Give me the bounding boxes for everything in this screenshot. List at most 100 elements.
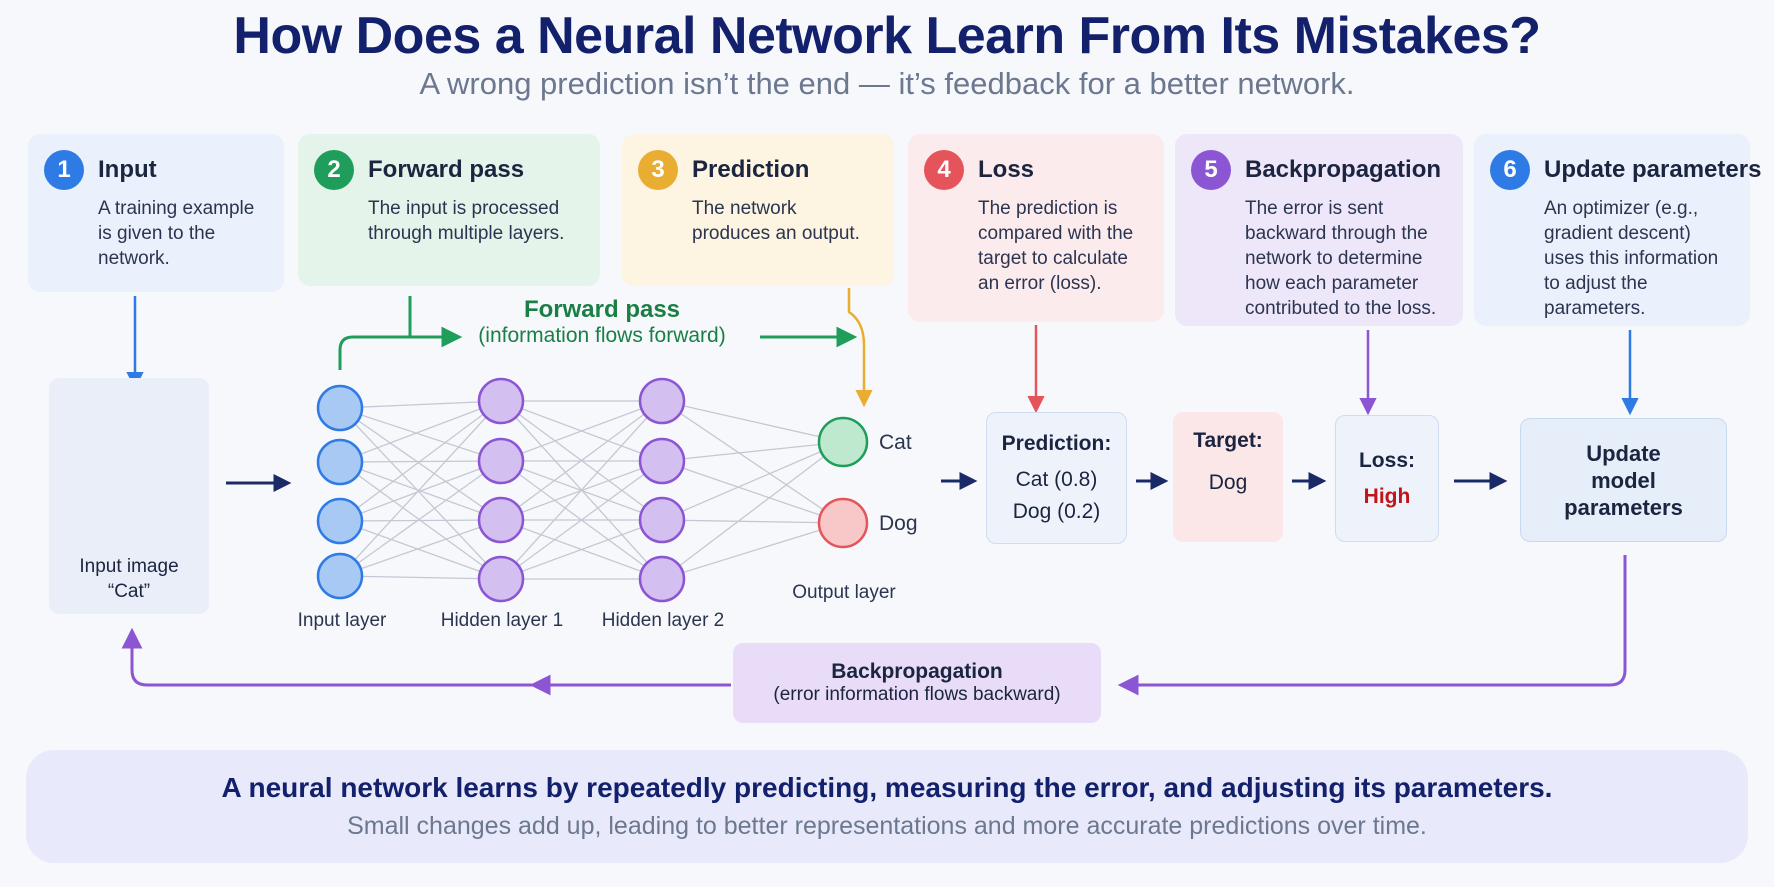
- step-4-badge: 4: [924, 150, 964, 190]
- network-edge: [661, 441, 844, 462]
- input-layer-label: Input layer: [297, 610, 387, 631]
- backprop-flow-title: Backpropagation: [831, 660, 1003, 683]
- step-1-input: 1 Input A training example is given to th…: [28, 134, 284, 292]
- network-edge: [339, 407, 502, 462]
- step-1-title: Input: [98, 156, 157, 183]
- network-edge: [500, 400, 663, 580]
- prediction-card-dog: Dog (0.2): [1012, 500, 1101, 523]
- step-6-badge: 6: [1490, 150, 1530, 190]
- prediction-card-head: Prediction:: [1001, 432, 1112, 455]
- hidden2-node: [638, 437, 686, 485]
- network-edge: [339, 460, 502, 577]
- prediction-card: Prediction: Cat (0.8) Dog (0.2): [986, 412, 1127, 544]
- step-2-text: The input is processed through multiple …: [368, 198, 565, 244]
- loss-card-value: High: [1363, 484, 1411, 508]
- backprop-loop-left: [121, 627, 536, 687]
- network-edge: [339, 400, 502, 463]
- input-image-card: Input image “Cat”: [49, 378, 209, 614]
- summary-footer: A neural network learns by repeatedly pr…: [26, 750, 1748, 863]
- step-5-backpropagation: 5 Backpropagation The error is sent backw…: [1175, 134, 1463, 326]
- arrow-prediction-amber: [847, 288, 873, 408]
- update-card-line2: model: [1591, 467, 1656, 493]
- hidden1-node: [477, 496, 525, 544]
- step-6-text: An optimizer (e.g., gradient descent) us…: [1544, 198, 1719, 319]
- network-edge: [661, 400, 844, 524]
- input-image-label-line1: Input image: [79, 556, 179, 577]
- step-1-text: A training example is given to the netwo…: [98, 198, 255, 269]
- update-card-line1: Update: [1586, 440, 1661, 466]
- network-edge: [339, 407, 502, 521]
- network-edge: [339, 575, 502, 580]
- hidden1-node: [477, 555, 525, 603]
- step-3-title: Prediction: [692, 156, 810, 183]
- summary-main-line: A neural network learns by repeatedly pr…: [221, 772, 1553, 803]
- input-node: [316, 497, 364, 545]
- network-edge: [661, 441, 844, 580]
- input-image-label: Input image “Cat”: [49, 554, 209, 604]
- step-3-badge: 3: [638, 150, 678, 190]
- page-subtitle: A wrong prediction isn’t the end — it’s …: [419, 66, 1355, 101]
- network-edge: [500, 400, 663, 462]
- input-image-label-line2: “Cat”: [107, 581, 151, 602]
- network-edge: [339, 460, 502, 522]
- target-card: Target: Dog: [1173, 412, 1283, 542]
- prediction-card-cat: Cat (0.8): [1015, 468, 1098, 491]
- network-edge: [500, 400, 663, 521]
- step-4-text: The prediction is compared with the targ…: [978, 198, 1134, 294]
- update-model-card: Update model parameters: [1520, 418, 1727, 542]
- network-edge: [339, 520, 502, 580]
- loss-card: Loss: High: [1335, 415, 1439, 542]
- step-5-title: Backpropagation: [1245, 156, 1442, 183]
- output-cat-label: Cat: [879, 431, 912, 454]
- hidden2-node: [638, 496, 686, 544]
- input-node: [316, 552, 364, 600]
- step-4-title: Loss: [978, 156, 1035, 183]
- step-2-badge: 2: [314, 150, 354, 190]
- forward-pass-flow-subtitle: (information flows forward): [478, 324, 726, 347]
- step-1-badge: 1: [44, 150, 84, 190]
- network-edge: [661, 441, 844, 521]
- hidden1-node: [477, 377, 525, 425]
- hidden-layer-2-label: Hidden layer 2: [601, 610, 725, 631]
- network-edge: [500, 519, 663, 580]
- step-5-badge: 5: [1191, 150, 1231, 190]
- backprop-flow-subtitle: (error information flows backward): [773, 684, 1061, 705]
- step-6-update-parameters: 6 Update parameters An optimizer (e.g., g…: [1474, 134, 1761, 326]
- network-edge: [661, 519, 844, 524]
- step-2-title: Forward pass: [368, 156, 525, 183]
- network-edge: [661, 460, 844, 524]
- backprop-flow-box: Backpropagation (error information flows…: [733, 643, 1101, 723]
- hidden2-node: [638, 555, 686, 603]
- backprop-loop-right: [1117, 555, 1627, 696]
- hidden2-node: [638, 377, 686, 425]
- output-dog-label: Dog: [879, 512, 918, 535]
- network-edge: [661, 522, 844, 580]
- network-edge: [339, 400, 502, 522]
- network-edge: [500, 460, 663, 580]
- forward-pass-flow-label: Forward pass (information flows forward): [440, 296, 764, 348]
- hidden-layer-1-label: Hidden layer 1: [440, 610, 564, 631]
- input-node: [316, 384, 364, 432]
- target-card-value: Dog: [1208, 471, 1248, 494]
- page-title: How Does a Neural Network Learn From Its…: [233, 7, 1541, 65]
- target-card-head: Target:: [1193, 429, 1263, 452]
- network-edge: [339, 400, 502, 409]
- forward-pass-flow-title: Forward pass: [523, 296, 681, 323]
- output-layer-label: Output layer: [792, 582, 896, 603]
- loss-card-head: Loss:: [1358, 448, 1415, 472]
- network-edge: [339, 519, 502, 522]
- network-edge: [661, 400, 844, 443]
- step-6-title: Update parameters: [1544, 156, 1762, 183]
- network-edge: [339, 519, 502, 577]
- step-5-text: The error is sent backward through the n…: [1245, 198, 1437, 319]
- summary-sub-line: Small changes add up, leading to better …: [347, 812, 1427, 840]
- step-4-loss: 4 Loss The prediction is compared with th…: [908, 134, 1164, 322]
- input-node: [316, 438, 364, 486]
- step-2-forward-pass: 2 Forward pass The input is processed thr…: [298, 134, 600, 286]
- network-edge: [339, 407, 502, 580]
- update-card-line3: parameters: [1564, 494, 1683, 520]
- network-edge: [339, 400, 502, 577]
- hidden1-node: [477, 437, 525, 485]
- output-node: [817, 497, 869, 549]
